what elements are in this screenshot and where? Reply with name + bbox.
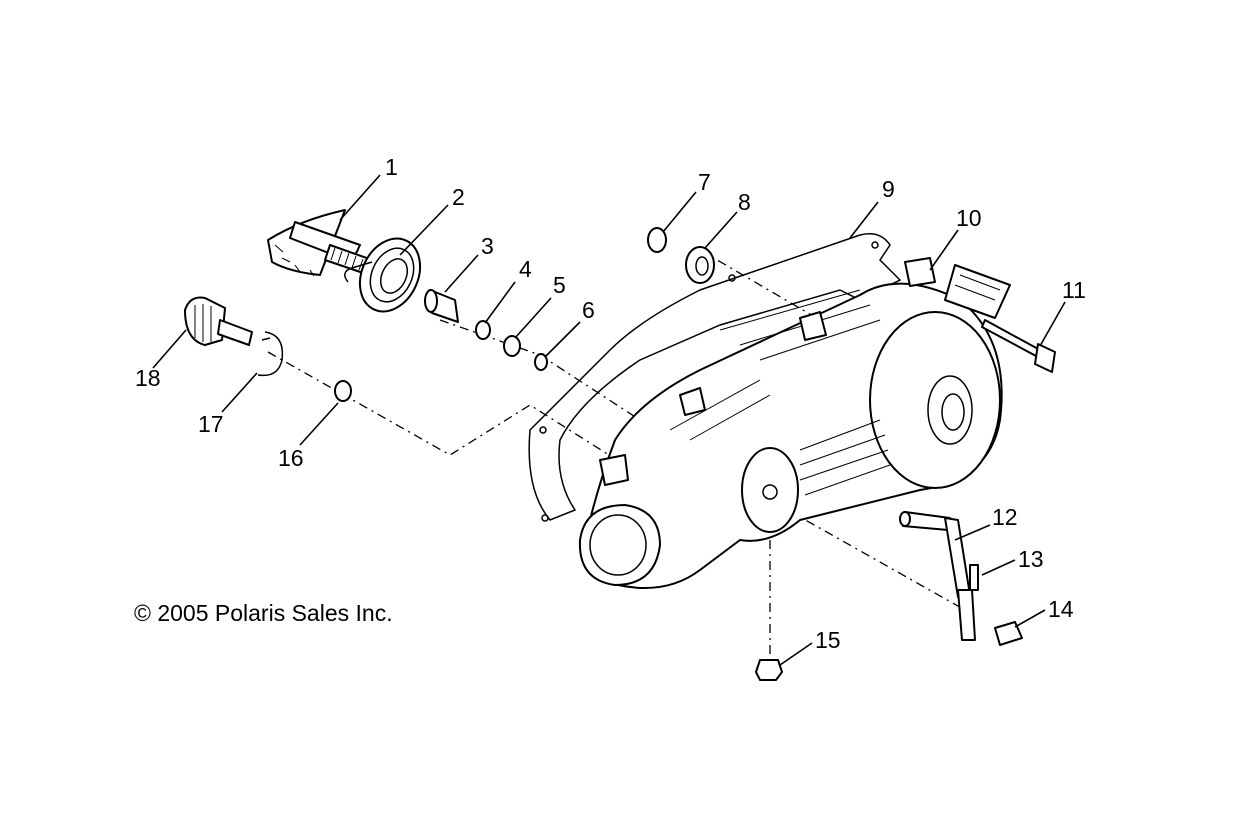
callout-labels: 1 2 3 4 5 6 7 8 9 10 11 12 13 14 15 16 1… (135, 154, 1086, 653)
clip-6 (534, 353, 548, 371)
label-bracket (944, 264, 1011, 319)
callout-10: 10 (956, 205, 982, 231)
return-spring (344, 237, 422, 313)
callout-6: 6 (582, 297, 595, 323)
bushing (424, 289, 459, 323)
snap-ring (647, 227, 667, 253)
bolt-13 (969, 564, 979, 591)
leader-lines (152, 174, 1066, 666)
callout-13: 13 (1018, 546, 1044, 572)
callout-16: 16 (278, 445, 304, 471)
washer-5 (503, 335, 521, 357)
washer-16 (334, 380, 352, 402)
callout-11: 11 (1062, 277, 1086, 303)
callout-5: 5 (553, 272, 566, 298)
copyright-notice: © 2005 Polaris Sales Inc. (134, 600, 393, 626)
nut-15 (755, 659, 783, 681)
callout-8: 8 (738, 189, 751, 215)
kick-shaft-gear (267, 209, 379, 277)
callout-15: 15 (815, 627, 841, 653)
callout-1: 1 (385, 154, 398, 180)
callout-7: 7 (698, 169, 711, 195)
circlip (257, 331, 284, 377)
clutch-cover (578, 257, 1003, 589)
washer-4 (475, 320, 491, 340)
starter-drive (184, 296, 253, 346)
callout-2: 2 (452, 184, 465, 210)
callout-18: 18 (135, 365, 161, 391)
bearing (685, 246, 715, 284)
callout-9: 9 (882, 176, 895, 202)
callout-14: 14 (1048, 596, 1074, 622)
callout-3: 3 (481, 233, 494, 259)
callout-17: 17 (198, 411, 224, 437)
bolt (981, 319, 1056, 373)
callout-4: 4 (519, 256, 532, 282)
callout-12: 12 (992, 504, 1018, 530)
kick-lever (899, 511, 976, 641)
cap-14 (994, 621, 1023, 646)
